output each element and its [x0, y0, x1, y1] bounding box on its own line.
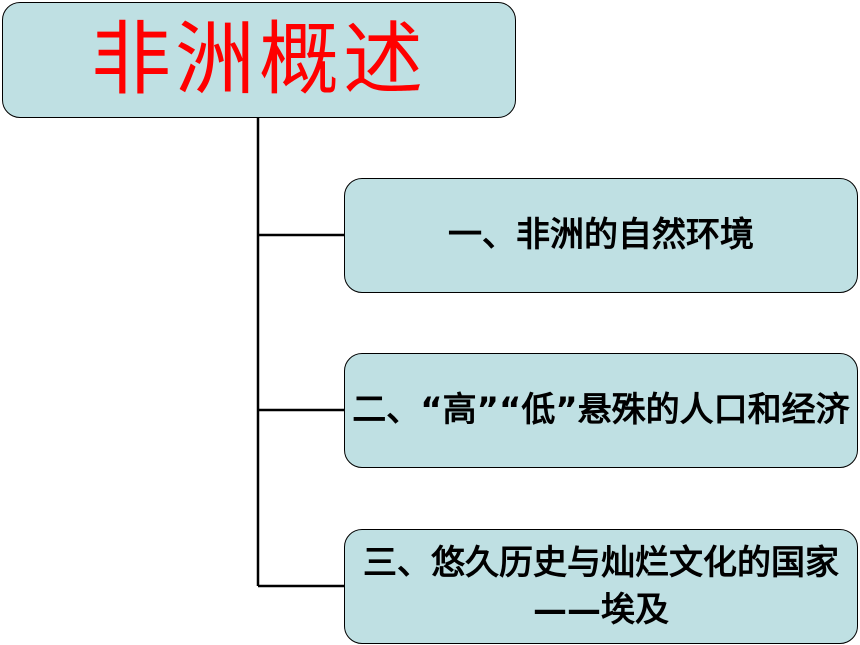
- branch-box-population-economy: 二、“高”“低”悬殊的人口和经济: [344, 353, 858, 468]
- branch-label: 二、“高”“低”悬殊的人口和经济: [352, 390, 850, 431]
- page-title: 非洲概述: [91, 13, 427, 106]
- branch-box-egypt: 三、悠久历史与灿烂文化的国家——埃及: [344, 529, 858, 644]
- title-box: 非洲概述: [2, 2, 516, 118]
- branch-box-natural-environment: 一、非洲的自然环境: [344, 178, 858, 293]
- branch-label: 三、悠久历史与灿烂文化的国家——埃及: [363, 542, 839, 630]
- branch-label: 一、非洲的自然环境: [448, 215, 754, 256]
